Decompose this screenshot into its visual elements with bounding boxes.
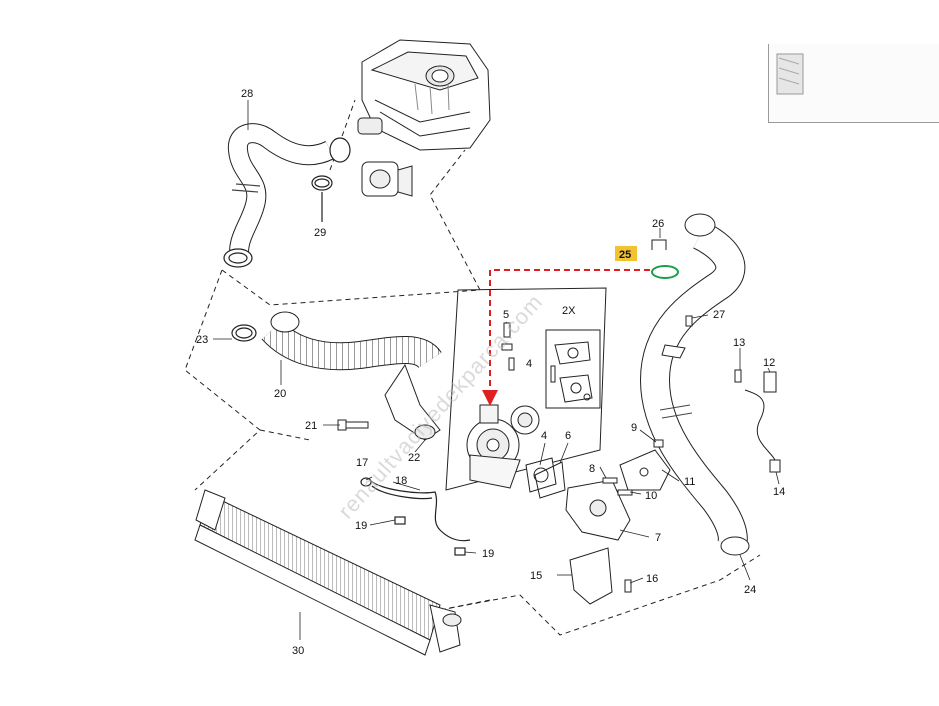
outlet-hose-24 (639, 213, 750, 556)
callout-labels: 28 29 23 20 21 22 17 18 19 19 30 5 4 2X … (196, 88, 785, 657)
sensor-harness (734, 369, 781, 473)
air-filter-box (357, 39, 491, 151)
callout-9: 9 (631, 422, 637, 434)
callout-16: 16 (646, 573, 658, 585)
callout-15: 15 (530, 570, 542, 582)
small-bolts (501, 322, 515, 371)
callout-25: 25 (619, 249, 631, 261)
callout-13: 13 (733, 337, 745, 349)
watermark-text: renaultvaciyedekparca.com (333, 289, 548, 523)
callout-30: 30 (292, 645, 304, 657)
bracket-7 (565, 479, 631, 541)
bolts-8-9-10 (602, 315, 693, 496)
turbocharger (466, 404, 540, 489)
callout-29: 29 (314, 227, 326, 239)
corrugated-hose-20 (261, 311, 442, 441)
callout-8: 8 (589, 463, 595, 475)
bracket-11 (619, 449, 671, 491)
callout-27: 27 (713, 309, 725, 321)
leader-lines (213, 100, 780, 640)
callout-21: 21 (305, 420, 317, 432)
intercooler-30 (194, 489, 462, 656)
callout-28: 28 (241, 88, 253, 100)
callout-22: 22 (408, 452, 420, 464)
turbo-gaskets (525, 457, 566, 499)
callout-14: 14 (773, 486, 785, 498)
callout-25-highlight (615, 246, 637, 261)
thumbnail-image (776, 53, 804, 95)
callout-10: 10 (645, 490, 657, 502)
callout-26: 26 (652, 218, 664, 230)
callout-20: 20 (274, 388, 286, 400)
callout-17: 17 (356, 457, 368, 469)
heat-shield-15 (569, 547, 632, 605)
callout-24: 24 (744, 584, 756, 596)
throttle-body (361, 161, 413, 197)
highlight-arrow (482, 269, 650, 406)
callout-12: 12 (763, 357, 775, 369)
oil-pipes (360, 477, 471, 556)
callout-5: 5 (503, 309, 509, 321)
callout-7: 7 (655, 532, 661, 544)
clip-26 (651, 239, 667, 250)
o-ring-25 (651, 265, 679, 279)
clamp-23 (231, 324, 257, 342)
turbo-frame (445, 287, 607, 491)
callout-6: 6 (565, 430, 571, 442)
callout-19-right: 19 (482, 548, 494, 560)
bolt-21 (337, 419, 369, 431)
gasket-kit-box (545, 329, 601, 409)
callout-19-left: 19 (355, 520, 367, 532)
callout-4: 4 (541, 430, 547, 442)
thumbnail-preview[interactable] (768, 44, 939, 123)
callout-23: 23 (196, 334, 208, 346)
callout-2x: 2X (562, 305, 576, 317)
callout-4-top: 4 (526, 358, 532, 370)
clamp-29 (311, 175, 333, 222)
callout-11: 11 (684, 476, 695, 488)
intake-hose-28 (223, 123, 351, 268)
callout-18: 18 (395, 475, 407, 487)
